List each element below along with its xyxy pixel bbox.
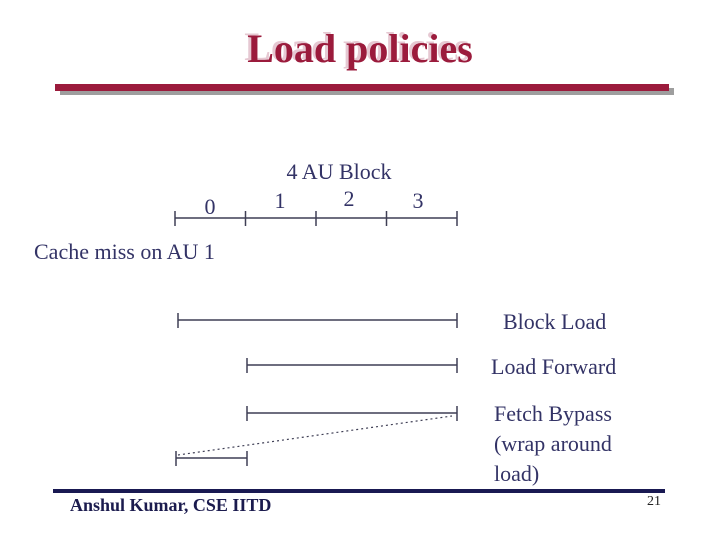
fetch-bypass-label: Fetch Bypass (wrap around load): [494, 401, 612, 486]
cache-miss-annotation: Cache miss on AU 1: [34, 239, 215, 264]
ruler-label-0: 0: [204, 194, 216, 219]
page-number: 21: [647, 494, 661, 509]
ruler-label-1: 1: [274, 188, 286, 213]
title-underline-bar: [55, 84, 669, 91]
footer-divider: [53, 489, 665, 493]
ruler-caption: 4 AU Block: [286, 159, 392, 184]
wrap-dotted-connector: [177, 415, 453, 456]
load-forward-label: Load Forward: [491, 354, 617, 379]
ruler-label-2: 2: [343, 186, 355, 211]
ruler-label-3: 3: [412, 188, 424, 213]
page-title: Load policies: [247, 26, 473, 71]
block-load-label: Block Load: [503, 309, 607, 334]
footer-author: Anshul Kumar, CSE IITD: [70, 495, 272, 515]
